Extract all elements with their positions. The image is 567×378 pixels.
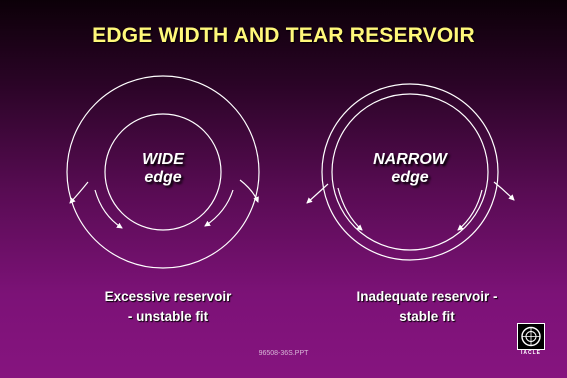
circle-logo-icon: IACLE (517, 323, 545, 359)
narrow-right-outward-arrow (493, 181, 515, 201)
file-reference: 96508-36S.PPT (258, 350, 309, 357)
wide-outer-ring (66, 75, 260, 269)
narrow-caption: Inadequate reservoir - stable fit (317, 287, 537, 327)
wide-inner-ring (104, 113, 222, 231)
narrow-left-inward-arrow (337, 187, 363, 231)
narrow-inner-ring (331, 93, 489, 251)
wide-caption-line2: - unstable fit (127, 309, 209, 324)
slide-title: EDGE WIDTH AND TEAR RESERVOIR (92, 24, 475, 47)
wide-label-line2: edge (144, 169, 182, 186)
narrow-label-line2: edge (391, 169, 429, 186)
wide-caption-line1: Excessive reservoir (104, 289, 232, 304)
narrow-caption-line2: stable fit (399, 309, 455, 324)
narrow-label-line1: NARROW (373, 151, 447, 168)
wide-edge-diagram (66, 75, 260, 269)
narrow-edge-label: NARROW edge (335, 151, 485, 187)
logo-text: IACLE (521, 350, 541, 356)
narrow-edge-diagram (306, 83, 515, 261)
wide-right-outward-arrow (239, 179, 259, 203)
narrow-left-outward-arrow (306, 183, 329, 204)
wide-right-inward-arrow (204, 189, 234, 227)
wide-caption: Excessive reservoir - unstable fit (58, 287, 278, 327)
narrow-right-inward-arrow (457, 189, 483, 231)
wide-left-outward-arrow (69, 181, 89, 204)
narrow-caption-line1: Inadequate reservoir - (356, 289, 498, 304)
wide-left-inward-arrow (94, 189, 123, 229)
wide-label-line1: WIDE (142, 151, 184, 168)
narrow-outer-ring (321, 83, 499, 261)
wide-edge-label: WIDE edge (88, 151, 238, 187)
